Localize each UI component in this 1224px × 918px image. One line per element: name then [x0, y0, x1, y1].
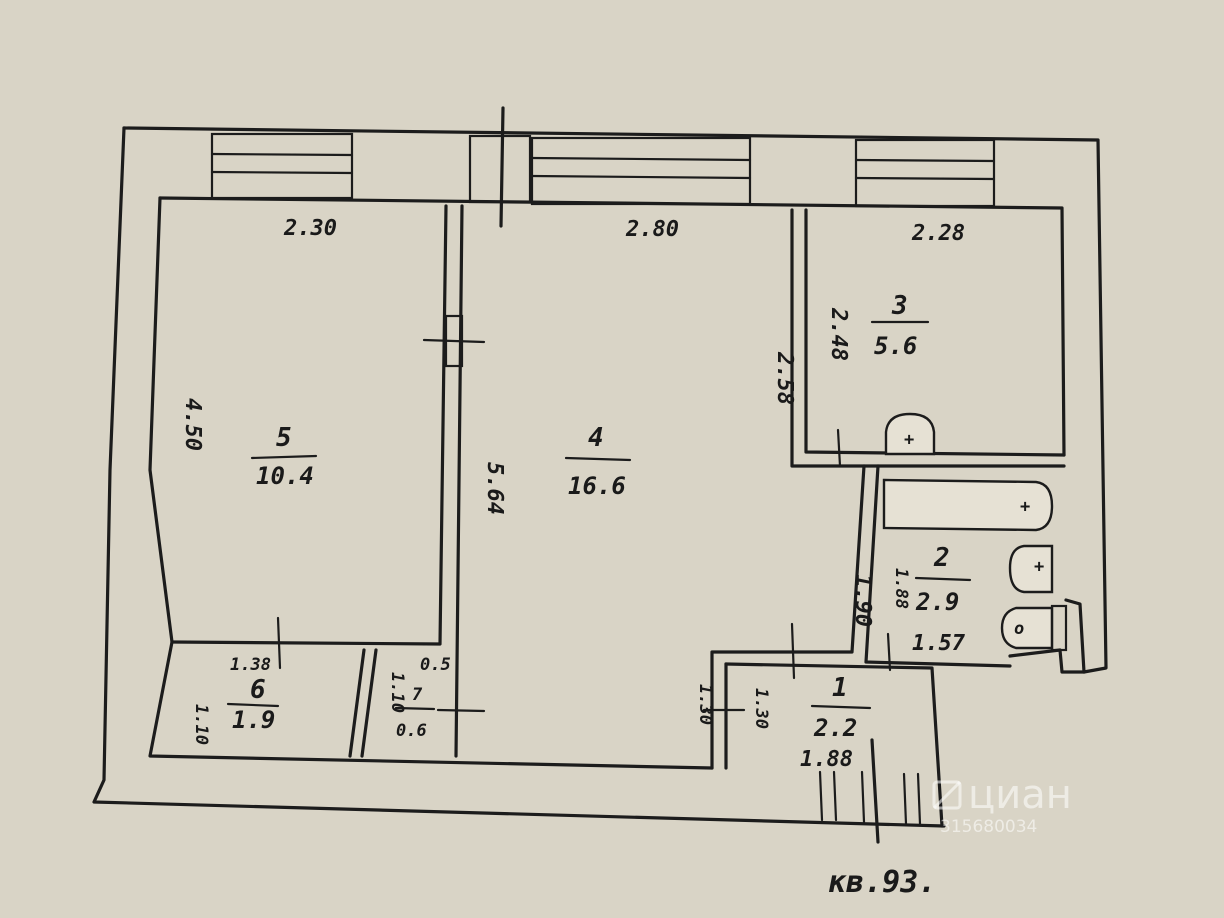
svg-text:5.6: 5.6 [874, 332, 917, 360]
window-room-3 [854, 138, 996, 208]
watermark: циан 315680034 [932, 772, 1072, 837]
radiator-icon [884, 412, 936, 456]
svg-text:3: 3 [891, 291, 908, 321]
svg-text:0.6: 0.6 [396, 721, 427, 741]
svg-text:6: 6 [250, 675, 266, 705]
dim-room6-height: 1.10 [191, 704, 211, 745]
room-1-label: 1 2.2 [810, 673, 872, 742]
apartment-label: кв.93. [828, 865, 936, 900]
window-room-5 [210, 132, 354, 200]
radiator-mark: + [904, 430, 914, 450]
dim-room4-width: 2.80 [625, 217, 679, 242]
room-4-label: 4 16.6 [564, 423, 632, 500]
room-6-label: 6 1.9 [226, 675, 280, 734]
watermark-brand: циан [968, 772, 1072, 818]
toilet-icon [1000, 606, 1054, 650]
dim-room2-height-outer: 1.90 [850, 574, 875, 627]
dim-room3-width: 2.28 [911, 221, 965, 246]
window-room-4 [530, 136, 752, 206]
dim-room6-width: 1.38 [230, 655, 271, 675]
dim-room2-height-inner: 1.88 [891, 568, 911, 609]
svg-text:1.9: 1.9 [232, 706, 275, 734]
windows [210, 106, 996, 228]
dim-room4-right: 2.58 [772, 351, 797, 405]
dim-room2-width: 1.57 [912, 631, 966, 656]
svg-text:10.4: 10.4 [256, 462, 314, 490]
partitions [170, 204, 1066, 828]
dimension-labels: 2.30 2.80 2.28 4.50 5.64 2.58 2.48 1.90 … [180, 216, 966, 772]
svg-text:2: 2 [933, 543, 950, 573]
entrance-steps [818, 738, 922, 844]
bathtub-icon [882, 478, 1054, 532]
room-5-label: 5 10.4 [250, 423, 318, 490]
dim-room7-height: 1.10 [387, 672, 407, 713]
dim-room1-left-outer: 1.30 [695, 684, 715, 725]
dim-room5-height: 4.50 [180, 398, 205, 451]
svg-text:4: 4 [588, 423, 604, 453]
dim-room5-width: 2.30 [283, 216, 337, 241]
toilet-mark: o [1014, 619, 1024, 639]
room-3-label: 3 5.6 [870, 291, 930, 360]
dim-room4-height: 5.64 [482, 462, 507, 515]
svg-text:16.6: 16.6 [568, 472, 626, 500]
dim-room3-height: 2.48 [826, 307, 851, 361]
outer-walls [92, 126, 1108, 828]
watermark-id: 315680034 [940, 817, 1037, 837]
svg-text:2.9: 2.9 [915, 588, 959, 616]
svg-text:2.2: 2.2 [813, 714, 857, 742]
sink-mark: + [1034, 557, 1044, 577]
room-7-label: 7 0.6 [394, 685, 436, 741]
svg-text:1: 1 [832, 673, 848, 703]
svg-text:7: 7 [412, 685, 423, 705]
cian-logo-icon [932, 780, 962, 810]
svg-text:5: 5 [276, 423, 292, 453]
dim-room1-width: 1.88 [800, 747, 853, 772]
dim-room7-width: 0.5 [420, 655, 451, 675]
fixtures: + + + o [882, 412, 1068, 652]
dim-room1-left-inner: 1.30 [751, 688, 771, 729]
room-labels: 5 10.4 4 16.6 3 5.6 2 2.9 1 2.2 6 1.9 [226, 291, 972, 742]
room-2-label: 2 2.9 [914, 543, 972, 616]
bathtub-mark: + [1020, 497, 1030, 517]
sink-icon [1008, 544, 1054, 594]
